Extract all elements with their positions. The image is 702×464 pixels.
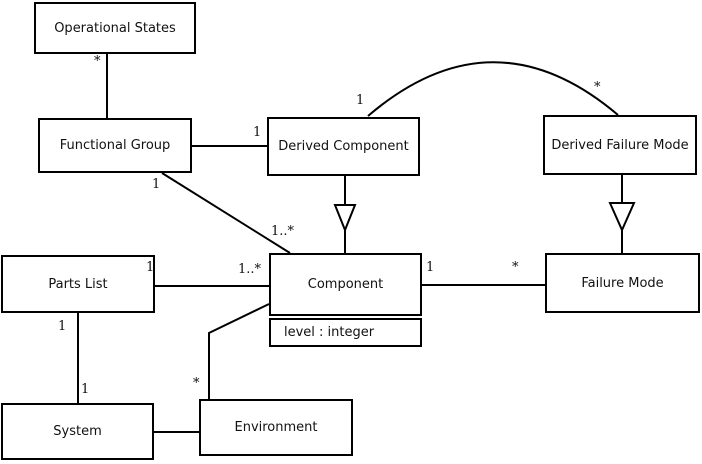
multiplicity-component-end-fm: 1 xyxy=(426,260,435,275)
class-name-component: Component xyxy=(307,277,384,292)
multiplicity-component-end-pl: 1..* xyxy=(238,262,262,277)
multiplicity-environment-end: * xyxy=(193,376,200,391)
multiplicity-derived-component-arc-end: 1 xyxy=(356,93,365,108)
class-functional-group: Functional Group xyxy=(38,118,192,173)
class-name-system: System xyxy=(53,424,102,439)
edge-environment-component xyxy=(208,303,270,399)
class-name-operational-states: Operational States xyxy=(54,20,176,36)
multiplicity-parts-list-end-system: 1 xyxy=(58,319,67,334)
edge-derived-component-derived-failure-mode-arc xyxy=(367,61,619,117)
class-component: Component xyxy=(269,253,422,316)
class-name-derived-failure-mode: Derived Failure Mode xyxy=(551,137,689,153)
multiplicity-parts-list-end-component: 1 xyxy=(146,260,155,275)
class-name-environment: Environment xyxy=(234,420,318,435)
class-derived-component: Derived Component xyxy=(267,117,420,176)
generalization-triangle-derived-failure-mode xyxy=(608,202,636,233)
multiplicity-component-end-fg: 1..* xyxy=(271,224,295,239)
multiplicity-operational-states-end: * xyxy=(94,54,101,69)
class-name-functional-group: Functional Group xyxy=(59,138,171,153)
edge-functional-group-component xyxy=(161,172,291,254)
class-environment: Environment xyxy=(199,399,353,456)
multiplicity-derived-failure-mode-arc-end: * xyxy=(594,80,601,95)
multiplicity-system-end: 1 xyxy=(81,382,90,397)
class-derived-failure-mode: Derived Failure Mode xyxy=(543,115,697,175)
class-component-attributes: level : integer xyxy=(269,318,422,347)
generalization-triangle-derived-component xyxy=(333,204,357,233)
class-operational-states: Operational States xyxy=(34,2,196,54)
class-name-parts-list: Parts List xyxy=(48,276,108,292)
multiplicity-functional-group-end: 1 xyxy=(152,177,161,192)
class-failure-mode: Failure Mode xyxy=(545,253,700,313)
attribute-level-integer: level : integer xyxy=(284,325,375,340)
class-system: System xyxy=(1,403,154,460)
multiplicity-derived-component-end: 1 xyxy=(253,125,262,140)
class-parts-list: Parts List xyxy=(1,255,155,313)
class-name-derived-component: Derived Component xyxy=(278,139,409,154)
class-name-failure-mode: Failure Mode xyxy=(581,275,664,291)
multiplicity-failure-mode-end: * xyxy=(512,260,519,275)
